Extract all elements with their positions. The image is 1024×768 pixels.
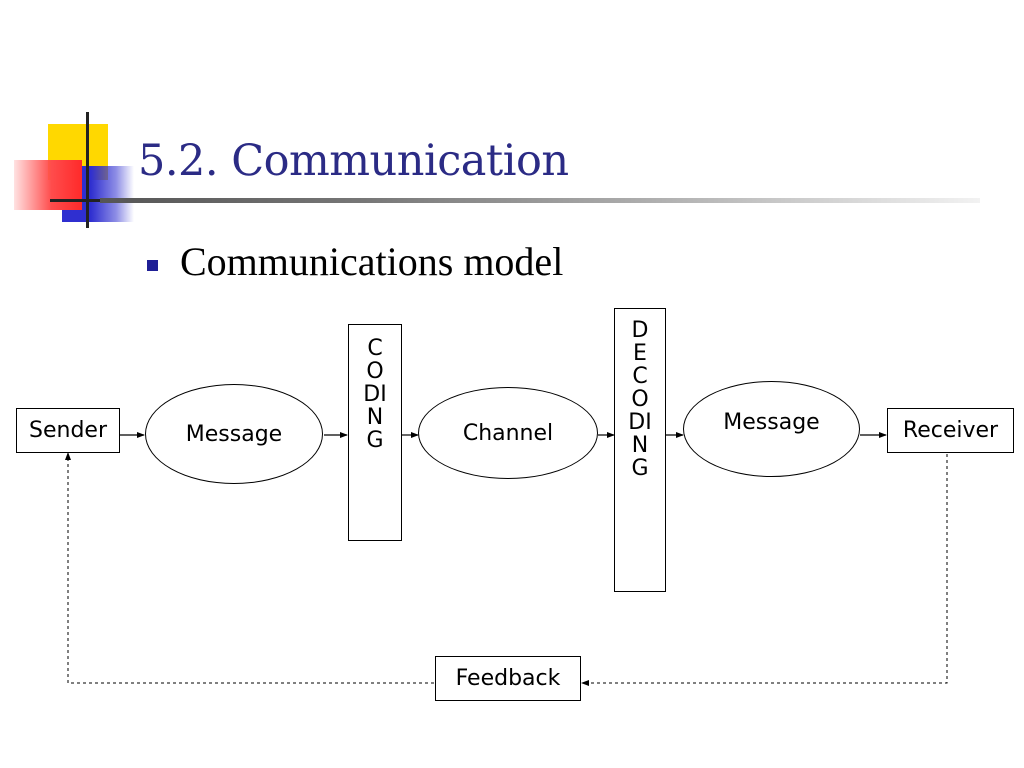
decoding-letter: E: [633, 341, 647, 366]
decoding-letter: G: [631, 456, 649, 481]
logo-vertical-line: [86, 112, 89, 228]
coding-letter: DI: [363, 382, 387, 407]
feedback-to-sender: [65, 452, 434, 684]
logo-horizontal-line: [50, 199, 140, 202]
channel-node: Channel: [418, 387, 598, 479]
sender-node: Sender: [16, 408, 120, 453]
coding-letter: C: [367, 336, 383, 361]
decoding-letter: D: [631, 318, 649, 343]
decoding-letter: N: [631, 433, 649, 458]
bullet-text: Communications model: [180, 239, 564, 284]
slide-title: 5.2. Communication: [138, 136, 569, 186]
decoding-letter: DI: [628, 410, 652, 435]
bullet-square-icon: [147, 260, 158, 271]
message-node-left: Message: [145, 384, 323, 484]
receiver-node: Receiver: [887, 408, 1014, 453]
decoding-letter: O: [631, 387, 649, 412]
message-node-right: Message: [683, 381, 860, 477]
title-underline: [100, 198, 980, 203]
feedback-node: Feedback: [435, 656, 581, 701]
coding-letter: O: [366, 359, 384, 384]
feedback-from-receiver: [581, 454, 948, 686]
decoding-letter: C: [632, 364, 648, 389]
coding-letter: N: [366, 405, 384, 430]
coding-letter: G: [366, 428, 384, 453]
